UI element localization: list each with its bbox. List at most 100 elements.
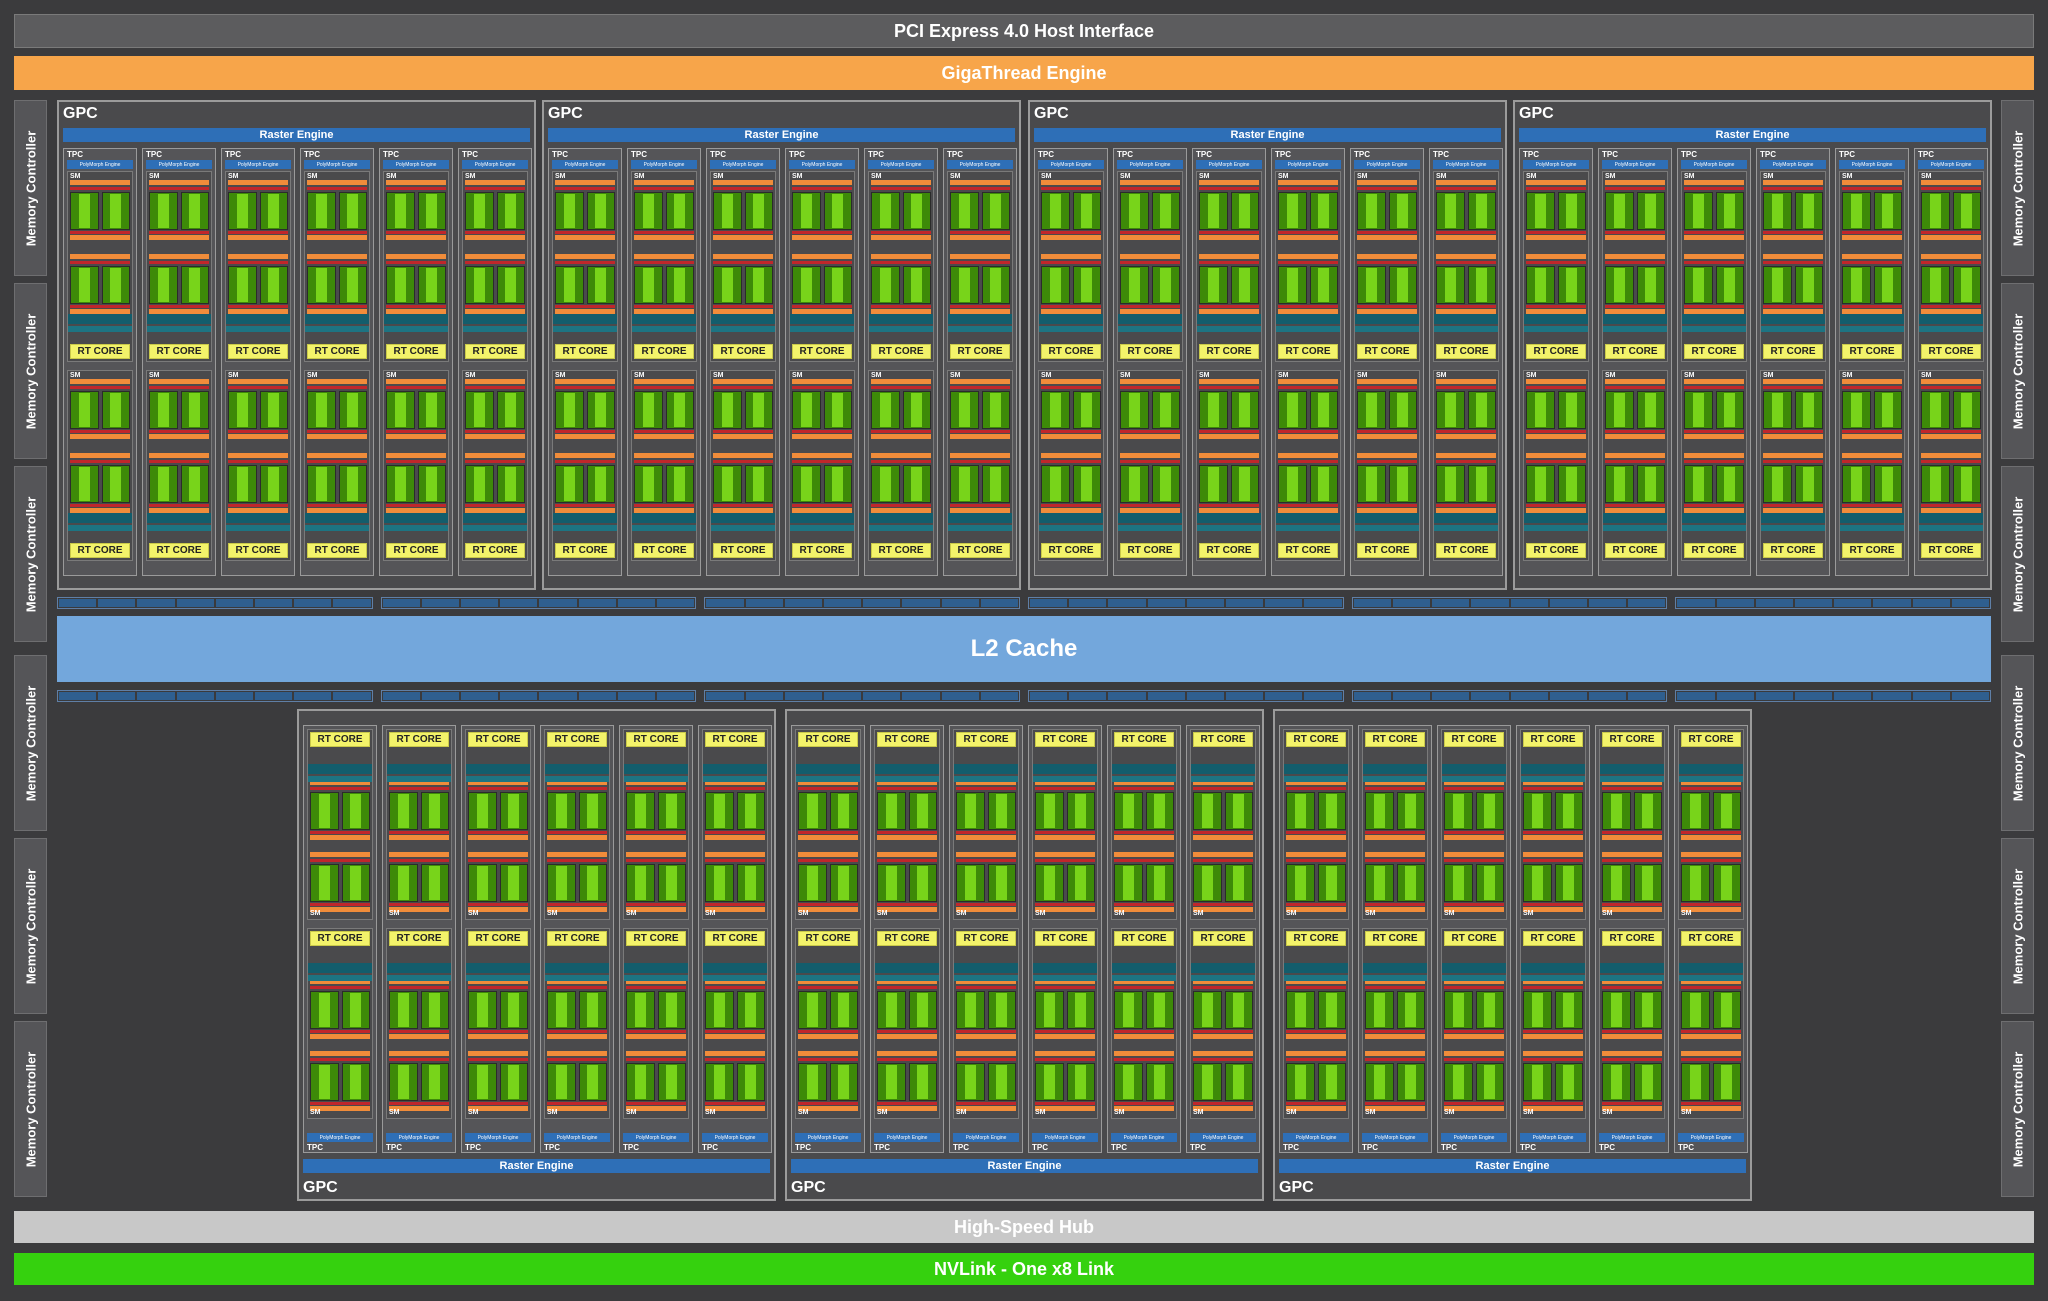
cuda-core-group xyxy=(465,192,525,230)
cuda-core-block xyxy=(798,792,827,830)
cuda-core-block xyxy=(1066,864,1095,902)
instruction-cache xyxy=(1035,780,1095,785)
l2-slice xyxy=(461,692,499,700)
polymorph-engine: PolyMorph Engine xyxy=(1190,1133,1256,1142)
warp-scheduler xyxy=(1286,859,1346,862)
sm-processing-block xyxy=(547,1051,607,1111)
rt-core: RT CORE xyxy=(792,344,852,359)
cuda-core-block xyxy=(1365,1063,1394,1101)
cuda-core-group xyxy=(1357,391,1417,429)
cuda-core-group xyxy=(1605,391,1665,429)
texture-unit xyxy=(875,963,939,973)
cuda-core-block xyxy=(871,391,900,429)
tpc-label: TPC xyxy=(304,150,320,159)
cuda-core-block xyxy=(1120,465,1149,503)
load-store-unit xyxy=(1602,1106,1662,1111)
texture-unit xyxy=(869,326,933,332)
register-file xyxy=(1602,1030,1662,1033)
rt-core: RT CORE xyxy=(705,931,765,946)
warp-scheduler xyxy=(1120,261,1180,264)
rt-core: RT CORE xyxy=(1526,344,1586,359)
register-file xyxy=(149,504,209,507)
polymorph-engine: PolyMorph Engine xyxy=(304,160,370,169)
warp-scheduler xyxy=(468,986,528,989)
load-store-unit xyxy=(1526,434,1586,439)
l2-slice-group xyxy=(1351,597,1668,609)
sm-processing-block xyxy=(1681,780,1741,840)
sm-processing-block xyxy=(634,180,694,240)
rt-core: RT CORE xyxy=(1684,543,1744,558)
load-store-unit xyxy=(1605,434,1665,439)
sm-processing-block xyxy=(1357,180,1417,240)
warp-scheduler xyxy=(1684,460,1744,463)
warp-scheduler xyxy=(310,787,370,790)
polymorph-engine: PolyMorph Engine xyxy=(868,160,934,169)
cuda-core-group xyxy=(1602,1063,1662,1101)
instruction-cache xyxy=(1602,979,1662,984)
load-store-unit xyxy=(1444,1034,1504,1039)
load-store-unit xyxy=(792,235,852,240)
polymorph-engine: PolyMorph Engine xyxy=(1117,160,1183,169)
sm-processing-block xyxy=(1278,254,1338,314)
polymorph-engine: PolyMorph Engine xyxy=(1038,160,1104,169)
tpc-label: TPC xyxy=(795,1143,811,1152)
register-file xyxy=(228,305,288,308)
load-store-unit xyxy=(956,907,1016,912)
load-store-unit xyxy=(547,907,607,912)
register-file xyxy=(1041,305,1101,308)
instruction-cache xyxy=(1681,979,1741,984)
cuda-core-group xyxy=(1921,266,1981,304)
cuda-core-group xyxy=(626,991,686,1029)
cuda-core-block xyxy=(468,864,497,902)
warp-scheduler xyxy=(877,787,937,790)
load-store-unit xyxy=(1681,907,1741,912)
load-store-unit xyxy=(877,1106,937,1111)
l2-slice xyxy=(1186,692,1225,700)
instruction-cache xyxy=(634,254,694,259)
cuda-core-block xyxy=(1952,391,1981,429)
load-store-unit xyxy=(713,235,773,240)
load-store-unit xyxy=(386,508,446,513)
register-file xyxy=(228,231,288,234)
texture-unit xyxy=(711,326,775,332)
instruction-cache xyxy=(877,852,937,857)
instruction-cache xyxy=(465,379,525,384)
sm-processing-block xyxy=(555,254,615,314)
sm-processing-block xyxy=(149,180,209,240)
load-store-unit xyxy=(1120,508,1180,513)
tpc-label: TPC xyxy=(631,150,647,159)
instruction-cache xyxy=(1357,254,1417,259)
cuda-core-block xyxy=(1444,1063,1473,1101)
raster-engine: Raster Engine xyxy=(548,128,1015,142)
warp-scheduler xyxy=(1444,1058,1504,1061)
cuda-core-group xyxy=(798,991,858,1029)
cuda-core-block xyxy=(149,465,178,503)
sm-processing-block xyxy=(626,780,686,840)
l2-slice xyxy=(578,599,616,607)
cuda-core-group xyxy=(1199,192,1259,230)
warp-scheduler xyxy=(310,859,370,862)
instruction-cache xyxy=(626,852,686,857)
rt-core: RT CORE xyxy=(1365,732,1425,747)
cuda-core-block xyxy=(1952,465,1981,503)
cuda-core-group xyxy=(1681,792,1741,830)
texture-unit xyxy=(1434,525,1498,531)
cuda-core-block xyxy=(1467,192,1496,230)
cuda-core-block xyxy=(1712,1063,1741,1101)
polymorph-engine: PolyMorph Engine xyxy=(1283,1133,1349,1142)
polymorph-engine: PolyMorph Engine xyxy=(465,1133,531,1142)
cuda-core-block xyxy=(1602,991,1631,1029)
cuda-core-block xyxy=(1278,391,1307,429)
load-store-unit xyxy=(1286,1106,1346,1111)
cuda-core-group xyxy=(871,391,931,429)
warp-scheduler xyxy=(626,986,686,989)
gigathread-engine: GigaThread Engine xyxy=(14,56,2034,90)
cuda-core-block xyxy=(555,266,584,304)
l2-slice xyxy=(137,599,175,607)
